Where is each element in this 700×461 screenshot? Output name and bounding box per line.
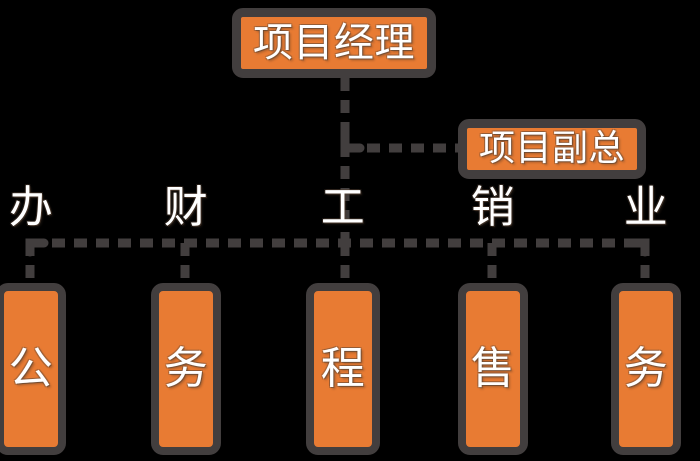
node-project-vice-president[interactable]: 项目副总 [458,119,646,179]
node-sales-char-2: 售 [470,343,516,395]
node-engineering-char-2: 程 [320,343,366,395]
node-engineering-label: 工 程 部 [300,74,387,461]
node-finance-label: 财 务 部 [143,74,230,461]
corner-bus-right [626,238,650,257]
node-sales-label: 销 售 部 [450,74,537,461]
node-finance-char-2: 务 [163,343,209,395]
node-sales-char-1: 销 [470,182,516,234]
node-engineering[interactable]: 工 程 部 [306,182,380,455]
node-office-label: 办 公 室 [0,74,74,461]
node-office-char-2: 公 [8,343,54,395]
node-sales[interactable]: 销 售 部 [458,182,528,455]
corner-bus-left [25,238,49,257]
node-operations-label: 业 务 部 [603,74,690,461]
node-finance-char-1: 财 [163,182,209,234]
node-engineering-char-1: 工 [320,182,366,234]
node-project-manager-label: 项目经理 [253,20,415,66]
node-operations[interactable]: 业 务 部 [611,182,681,455]
node-operations-char-2: 务 [623,343,669,395]
corner-vice-president-junction [340,129,365,153]
node-operations-char-1: 业 [623,182,669,234]
node-office-char-1: 办 [8,182,54,234]
node-project-vice-president-label: 项目副总 [478,128,625,169]
node-finance[interactable]: 财 务 部 [151,182,221,455]
node-project-manager[interactable]: 项目经理 [232,8,436,78]
node-office[interactable]: 办 公 室 [0,182,66,455]
